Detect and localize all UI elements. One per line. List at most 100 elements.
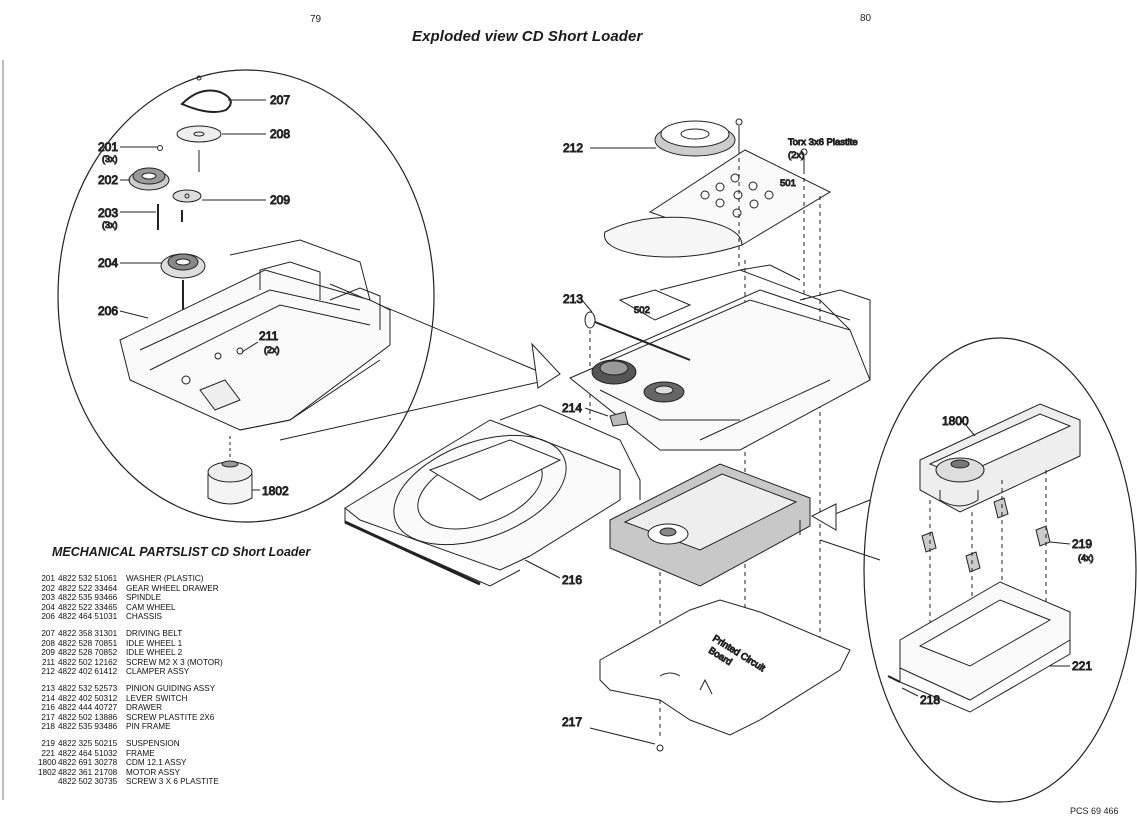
partslist-description: SCREW 3 X 6 PLASTITE <box>126 777 219 787</box>
partslist-partnumber: 4822 691 30278 <box>58 758 118 768</box>
partslist-position: 214 <box>41 693 55 703</box>
partslist-position: 218 <box>41 722 55 732</box>
callout-1800: 1800 <box>942 414 969 428</box>
partslist-partnumber: 4822 464 51031 <box>58 612 118 622</box>
callout-214: 214 <box>562 401 582 415</box>
partslist-partnumber: 4822 522 33465 <box>58 602 118 612</box>
partslist-partnumber: 4822 535 93466 <box>58 593 118 603</box>
callout-219: 219 <box>1072 537 1092 551</box>
partslist-description: CDM 12.1 ASSY <box>126 758 187 768</box>
partslist-description: CLAMPER ASSY <box>126 667 190 677</box>
partslist-description: MOTOR ASSY <box>126 767 180 777</box>
partslist-description: DRAWER <box>126 703 163 713</box>
partslist-position: 211 <box>41 657 55 667</box>
partslist-position: 207 <box>41 628 55 638</box>
detail-ellipse-right <box>863 337 1137 803</box>
partslist-position: 212 <box>41 667 55 677</box>
partslist-partnumber: 4822 502 13886 <box>58 712 118 722</box>
callout-207: 207 <box>270 93 290 107</box>
callout-201: 201 <box>98 140 118 154</box>
callout-212: 212 <box>563 141 583 155</box>
partslist-description: SCREW M2 X 3 (MOTOR) <box>126 657 223 667</box>
partslist-description: CHASSIS <box>126 612 162 622</box>
callout-211: 211 <box>259 329 278 343</box>
partslist-description: SCREW PLASTITE 2X6 <box>126 712 215 722</box>
partslist-description: GEAR WHEEL DRAWER <box>126 583 219 593</box>
partslist-partnumber: 4822 532 51061 <box>58 574 118 583</box>
partslist-description: FRAME <box>126 748 155 758</box>
detail-ellipse-left <box>57 69 435 523</box>
partslist-description: PIN FRAME <box>126 722 171 732</box>
partslist-partnumber: 4822 535 93486 <box>58 722 118 732</box>
partslist-description: DRIVING BELT <box>126 628 183 638</box>
partslist-description: SPINDLE <box>126 593 162 603</box>
page-number-left: 79 <box>310 14 322 25</box>
callout-219-qty: (4x) <box>1078 553 1094 563</box>
partslist-position: 216 <box>41 703 55 713</box>
callout-501: 501 <box>780 178 796 189</box>
callout-218: 218 <box>920 693 940 707</box>
partslist-position: 1800 <box>38 758 57 768</box>
callout-1802: 1802 <box>262 484 289 498</box>
callout-209: 209 <box>270 193 290 207</box>
partslist-description: PINION GUIDING ASSY <box>126 683 216 693</box>
partslist-partnumber: 4822 522 33464 <box>58 583 118 593</box>
partslist-position: 209 <box>41 648 55 658</box>
partslist-partnumber: 4822 325 50215 <box>58 738 118 748</box>
partslist-position: 202 <box>41 583 55 593</box>
partslist-partnumber: 4822 444 40727 <box>58 703 118 713</box>
callout-208: 208 <box>270 127 290 141</box>
page-number-right: 80 <box>860 13 872 24</box>
partslist-partnumber: 4822 528 70851 <box>58 638 118 648</box>
partslist-partnumber: 4822 402 50312 <box>58 693 118 703</box>
partslist-position: 217 <box>41 712 55 722</box>
partslist-group-gap <box>38 732 298 739</box>
partslist-description: SUSPENSION <box>126 738 180 748</box>
callout-211-qty: (2x) <box>264 345 280 355</box>
partslist-partnumber: 4822 358 31301 <box>58 628 118 638</box>
partslist-title: MECHANICAL PARTSLIST CD Short Loader <box>52 545 311 559</box>
partslist-partnumber: 4822 361 21708 <box>58 767 118 777</box>
callout-torx-qty: (2x) <box>788 150 804 161</box>
callout-201-qty: (3x) <box>102 154 118 164</box>
callout-502: 502 <box>634 305 650 316</box>
callout-torx: Torx 3x6 Plastite <box>788 137 858 148</box>
partslist-position: 203 <box>41 593 55 603</box>
partslist-description: CAM WHEEL <box>126 602 176 612</box>
partslist-position: 206 <box>41 612 55 622</box>
callout-213: 213 <box>563 292 583 306</box>
partslist-position: 1802 <box>38 767 57 777</box>
partslist-group-gap <box>38 622 298 629</box>
callout-202: 202 <box>98 173 118 187</box>
callout-203: 203 <box>98 206 118 220</box>
partslist-position: 208 <box>41 638 55 648</box>
partslist-position: 213 <box>41 683 55 693</box>
partslist-partnumber: 4822 402 61412 <box>58 667 118 677</box>
callout-217: 217 <box>562 715 582 729</box>
partslist-group-gap <box>38 677 298 684</box>
callout-203-qty: (3x) <box>102 220 118 230</box>
callout-206: 206 <box>98 304 118 318</box>
partslist-description: IDLE WHEEL 2 <box>126 648 183 658</box>
partslist-description: LEVER SWITCH <box>126 693 188 703</box>
